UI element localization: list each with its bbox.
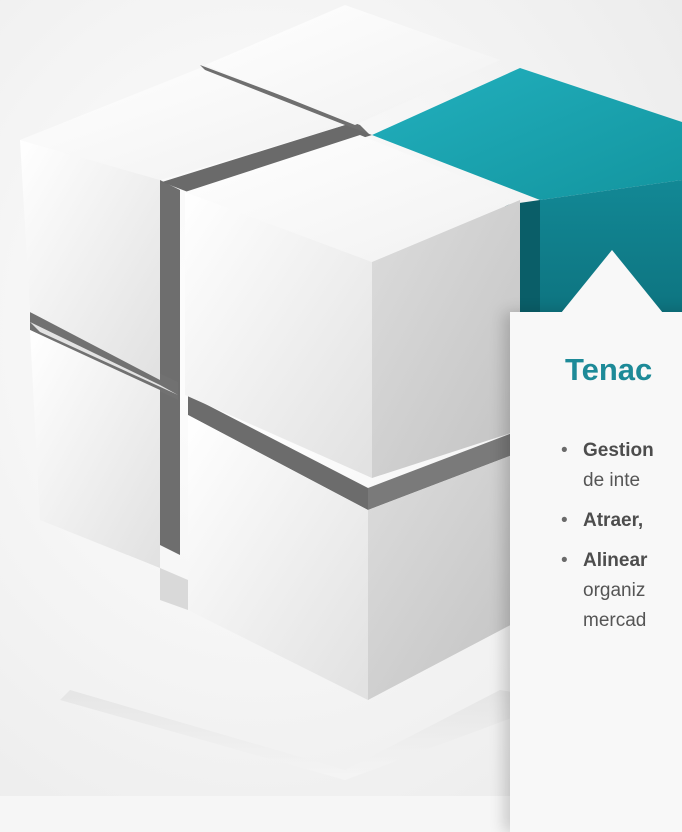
callout-title: Tenac [565,352,653,387]
bullet-item-3: Alinear organiz mercad [558,546,654,636]
bullet-item-1: Gestion de inte [558,436,654,496]
cube-upper-left [20,68,345,380]
cube-upper-front [185,135,520,478]
cube-back-left [205,5,500,125]
bullet-item-2: Atraer, [558,506,654,536]
cube-diagram [0,0,682,796]
bullet-item-1-lead: Gestion [583,440,654,461]
bullet-item-3-lead: Alinear [583,550,648,571]
bullet-item-3-line-3: mercad [583,610,647,631]
cube-lower-left [30,322,178,568]
bullet-item-2-lead: Atraer, [583,510,644,531]
callout-pointer [561,250,663,313]
callout-bullet-list: Gestion de inte Atraer, Alinear organiz … [558,436,654,636]
bullet-item-3-line-2: organiz [583,580,646,601]
bullet-item-1-line-2: de inte [583,470,641,491]
cube-lower-front [160,415,520,700]
